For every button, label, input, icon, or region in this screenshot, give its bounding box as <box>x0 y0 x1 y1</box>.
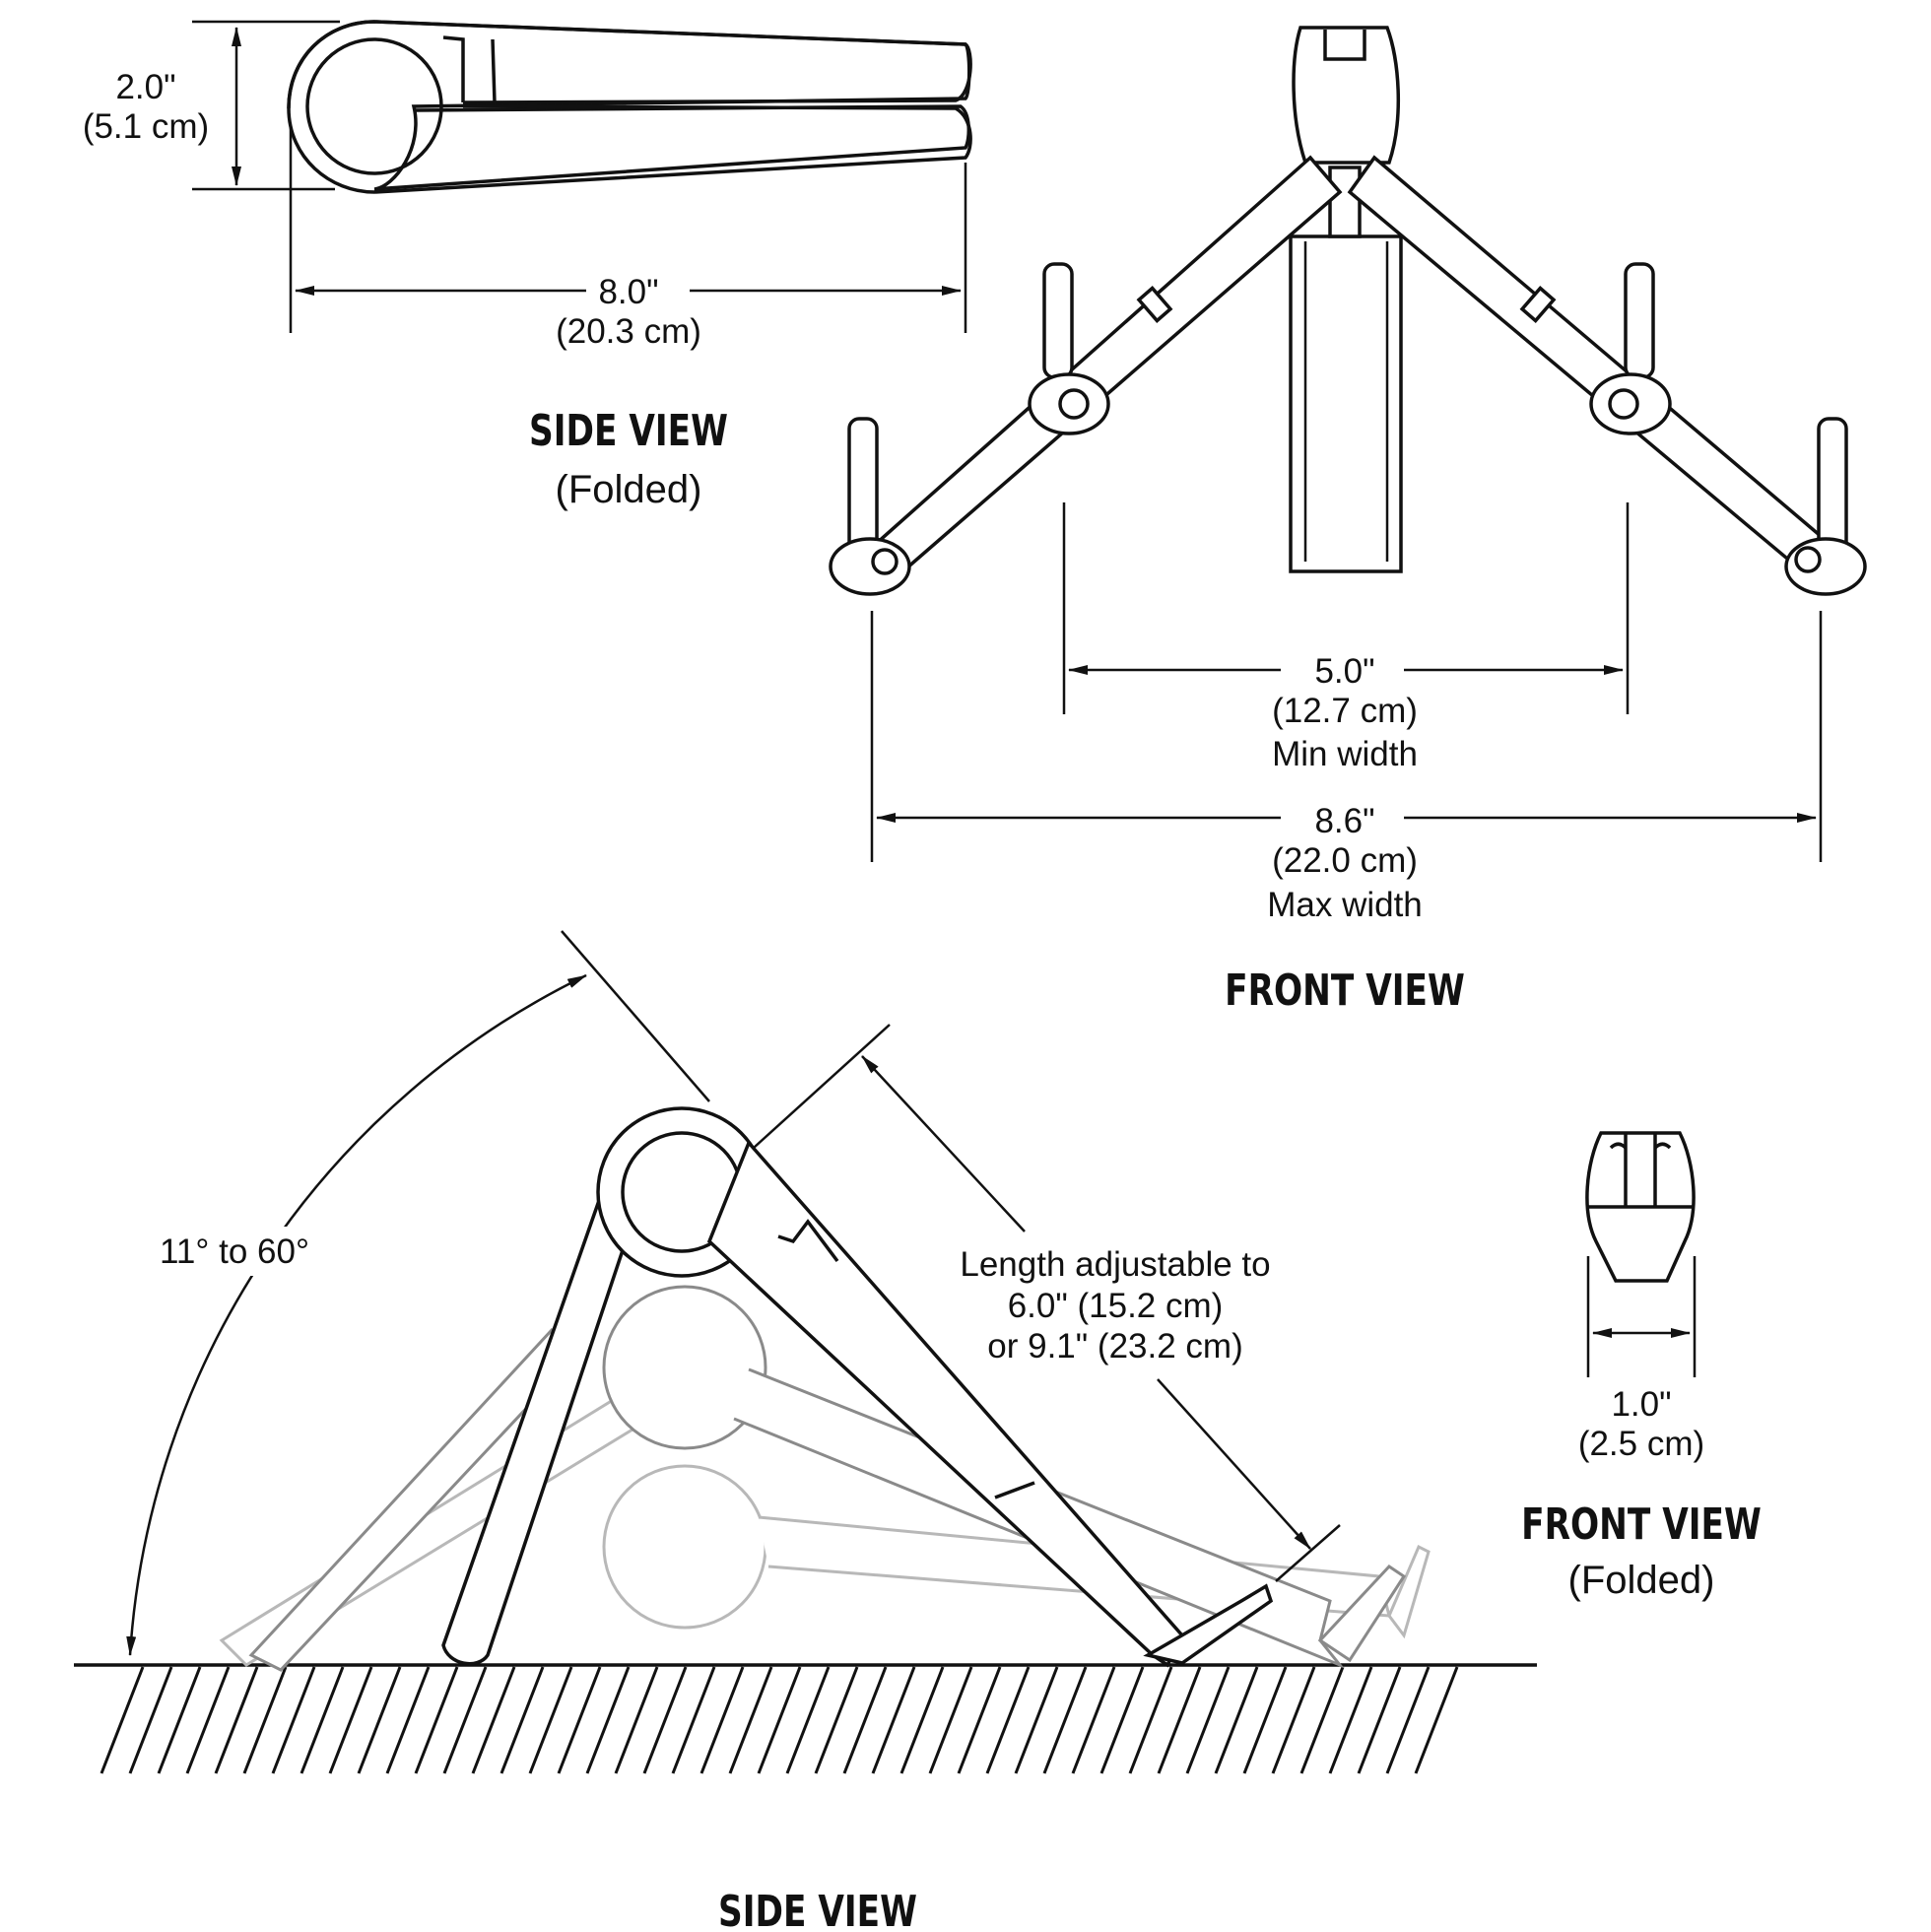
open-stand-drawing <box>829 26 1867 596</box>
hatch-line <box>642 1666 688 1774</box>
folded-width-dimension <box>1586 1256 1697 1377</box>
min-width-cm: (12.7 cm) <box>1272 692 1418 730</box>
hatch-line <box>1157 1666 1202 1774</box>
length-adjust-line3: or 9.1" (23.2 cm) <box>987 1327 1242 1366</box>
hatch-line <box>1328 1666 1373 1774</box>
hatch-line <box>728 1666 773 1774</box>
max-width-in: 8.6" <box>1314 802 1374 840</box>
hatch-line <box>1385 1666 1431 1774</box>
min-width-dimension <box>1062 502 1630 714</box>
hatch-line <box>300 1666 345 1774</box>
side-view: 11° to 60° Length adjustable to 6.0" (15… <box>74 930 1537 1932</box>
side-view-title: SIDE VIEW <box>718 1887 917 1932</box>
hatch-line <box>1357 1666 1402 1774</box>
hatch-line <box>699 1666 745 1774</box>
hatch-line <box>557 1666 602 1774</box>
max-width-dimension <box>870 611 1823 862</box>
length-dimension <box>289 128 967 333</box>
hatch-line <box>414 1666 459 1774</box>
side-view-folded-subtitle: (Folded) <box>556 468 702 511</box>
hatch-line <box>871 1666 916 1774</box>
ground-hatch-lines <box>100 1666 1459 1774</box>
max-width-caption: Max width <box>1267 886 1423 924</box>
length-adjust-line1: Length adjustable to <box>960 1245 1270 1284</box>
hatch-line <box>128 1666 173 1774</box>
hatch-line <box>842 1666 888 1774</box>
hatch-line <box>1414 1666 1459 1774</box>
folded-stand-drawing <box>287 20 972 194</box>
front-view-folded: 1.0" (2.5 cm) FRONT VIEW (Folded) <box>1521 1131 1762 1602</box>
hatch-line <box>814 1666 859 1774</box>
folded-width-in: 1.0" <box>1611 1385 1671 1424</box>
hatch-line <box>271 1666 316 1774</box>
folded-width-cm: (2.5 cm) <box>1578 1425 1704 1463</box>
hatch-line <box>957 1666 1002 1774</box>
front-view-title: FRONT VIEW <box>1225 966 1465 1016</box>
hatch-line <box>157 1666 202 1774</box>
hatch-line <box>1299 1666 1345 1774</box>
hatch-line <box>242 1666 288 1774</box>
length-adjust-line2: 6.0" (15.2 cm) <box>1008 1287 1224 1325</box>
hatch-line <box>757 1666 802 1774</box>
hatch-line <box>1099 1666 1145 1774</box>
hatch-line <box>1185 1666 1231 1774</box>
angle-label: 11° to 60° <box>160 1232 309 1271</box>
height-dimension <box>192 20 340 191</box>
hatch-line <box>1014 1666 1059 1774</box>
hatch-line <box>928 1666 973 1774</box>
height-label-cm: (5.1 cm) <box>83 107 209 146</box>
length-label-cm: (20.3 cm) <box>556 312 701 351</box>
hatch-line <box>899 1666 945 1774</box>
length-label-in: 8.0" <box>598 273 658 311</box>
hatch-line <box>499 1666 545 1774</box>
front-view-folded-title: FRONT VIEW <box>1521 1499 1762 1550</box>
hatch-line <box>1271 1666 1316 1774</box>
hatch-line <box>614 1666 659 1774</box>
hatch-line <box>1214 1666 1259 1774</box>
hatch-line <box>357 1666 402 1774</box>
hatch-line <box>100 1666 145 1774</box>
hatch-line <box>785 1666 831 1774</box>
front-view: 5.0" (12.7 cm) Min width 8.6" (22.0 cm) … <box>829 26 1867 1016</box>
max-width-cm: (22.0 cm) <box>1272 841 1418 880</box>
hatch-line <box>985 1666 1031 1774</box>
side-view-folded-title: SIDE VIEW <box>529 406 728 456</box>
hatch-line <box>1071 1666 1116 1774</box>
hatch-line <box>328 1666 373 1774</box>
height-label-in: 2.0" <box>115 68 175 106</box>
hatch-line <box>214 1666 259 1774</box>
side-view-folded: 2.0" (5.1 cm) 8.0" (20.3 cm) SIDE VIEW (… <box>83 20 972 511</box>
hatch-line <box>185 1666 231 1774</box>
length-adjust-dimension <box>753 1024 1341 1582</box>
front-view-folded-subtitle: (Folded) <box>1568 1559 1715 1602</box>
hatch-line <box>385 1666 431 1774</box>
hatch-line <box>1128 1666 1173 1774</box>
ground-hatch <box>74 1663 1537 1774</box>
angle-label-bg <box>138 1227 335 1276</box>
hatch-line <box>442 1666 488 1774</box>
hatch-line <box>1242 1666 1288 1774</box>
min-width-in: 5.0" <box>1314 652 1374 691</box>
folded-front-drawing <box>1585 1131 1696 1283</box>
hatch-line <box>585 1666 631 1774</box>
min-width-caption: Min width <box>1272 735 1418 773</box>
hatch-line <box>671 1666 716 1774</box>
hatch-line <box>1042 1666 1088 1774</box>
hatch-line <box>471 1666 516 1774</box>
hatch-line <box>528 1666 573 1774</box>
